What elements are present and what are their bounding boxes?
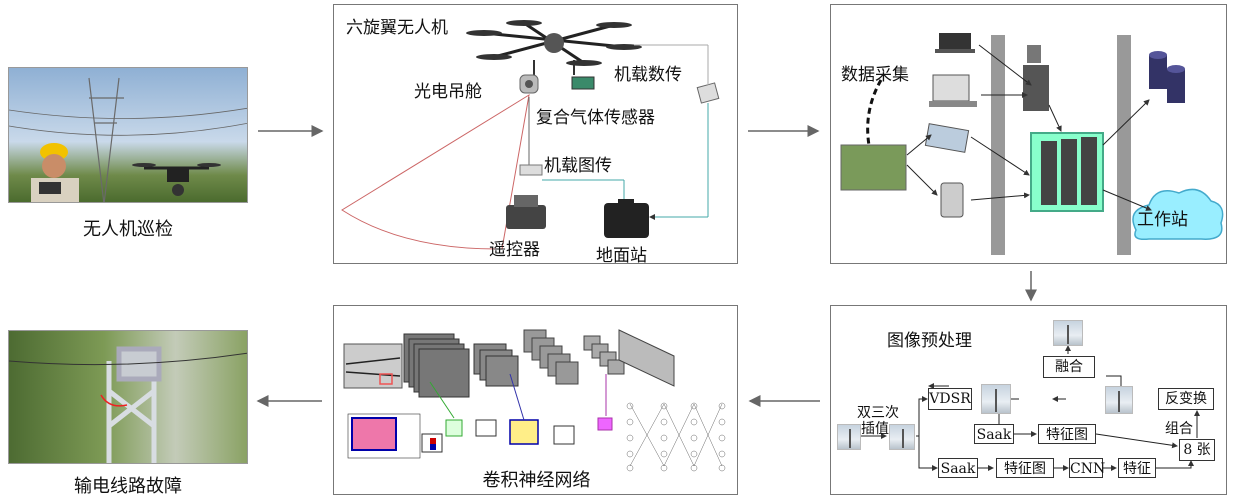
preprocess-flow — [860, 345, 1200, 471]
transmission-tower-icon — [106, 346, 162, 463]
feature-map-box-1: 特征图 — [1038, 424, 1096, 444]
drone-title: 六旋翼无人机 — [346, 18, 448, 38]
cnn-box: CNN — [1069, 458, 1105, 478]
inverse-input-thumb — [1105, 386, 1133, 414]
preprocess-title: 图像预处理 — [887, 331, 972, 351]
remote-controller-icon — [506, 195, 546, 229]
hexacopter-icon — [466, 20, 642, 75]
drone-icon — [132, 163, 221, 196]
eight-images-box: 8 张 — [1179, 439, 1215, 461]
pda-icon — [940, 182, 964, 218]
tablet-icon — [924, 123, 970, 153]
gas-sensor-label: 复合气体传感器 — [536, 108, 655, 128]
fusion-box: 融合 — [1043, 356, 1095, 378]
fault-mark — [100, 394, 128, 407]
network-panel: 数据采集 工作站 — [830, 4, 1227, 264]
input-grid — [347, 413, 421, 459]
gimbal-label: 光电吊舱 — [414, 82, 482, 102]
interpolated-thumb — [889, 424, 915, 450]
ground-station-label: 地面站 — [596, 246, 647, 266]
cnn-caption: 卷积神经网络 — [482, 470, 591, 491]
fault-photo — [8, 330, 248, 464]
cloud-icon — [1132, 188, 1224, 241]
input-thumb — [837, 424, 861, 450]
bicubic-label-2: 插值 — [861, 421, 889, 437]
cnn-diagram — [343, 329, 726, 472]
database-icon — [1149, 51, 1185, 103]
server-rack-icon — [1030, 132, 1104, 212]
input-image — [343, 343, 403, 389]
field-photo — [840, 144, 907, 191]
flatten-layer — [618, 329, 675, 387]
bicubic-label-1: 双三次 — [857, 405, 899, 421]
combine-label: 组合 — [1165, 421, 1193, 437]
feature-stack-1 — [403, 333, 470, 398]
feature-stack-4 — [583, 335, 625, 375]
backbone-right — [1117, 35, 1131, 255]
video-transmitter-icon — [519, 164, 543, 176]
kernel-grid-2 — [445, 419, 463, 437]
inspection-caption: 无人机巡检 — [83, 219, 173, 240]
ground-station-case-icon — [604, 199, 649, 238]
gimbal-camera-icon — [519, 74, 539, 94]
feature-stack-2 — [473, 343, 519, 387]
server-icon — [1023, 45, 1049, 111]
inverse-box: 反变换 — [1158, 388, 1214, 410]
cnn-panel: 卷积神经网络 — [333, 305, 738, 495]
collect-label: 数据采集 — [841, 65, 909, 85]
operator-figure — [31, 143, 79, 202]
inspection-photo — [8, 67, 248, 203]
camera-field-of-view — [341, 93, 530, 250]
pool-grid — [509, 419, 539, 445]
drone-diagram — [341, 20, 720, 250]
preprocess-panel: 图像预处理 融合 双三次 插值 VDSR 反变换 Saak 特征图 组合 8 — [830, 305, 1227, 495]
desktop-icon — [929, 74, 977, 107]
datalink-module-icon — [696, 82, 720, 104]
fault-caption: 输电线路故障 — [74, 476, 182, 497]
feature-box: 特征 — [1118, 458, 1156, 478]
dense-layers — [626, 402, 726, 472]
network-diagram — [840, 33, 1224, 255]
fused-output-thumb — [1053, 320, 1083, 346]
laptop-icon — [935, 33, 975, 53]
remote-label: 遥控器 — [489, 240, 540, 260]
vdsr-output-thumb — [981, 384, 1011, 414]
feature-stack-3 — [523, 329, 579, 385]
small-grid — [597, 417, 613, 431]
datalink-label: 机载数传 — [614, 65, 682, 85]
drone-panel: 六旋翼无人机 — [333, 4, 738, 266]
video-link-label: 机载图传 — [544, 156, 612, 176]
backbone-left — [991, 35, 1005, 255]
workstation-label: 工作站 — [1137, 210, 1188, 230]
saak-box-2: Saak — [938, 458, 978, 478]
vdsr-box: VDSR — [928, 388, 972, 410]
feature-map-box-2: 特征图 — [996, 458, 1054, 478]
kernel-grid-3 — [475, 419, 497, 437]
saak-box-1: Saak — [974, 424, 1014, 444]
kernel-grid-4 — [553, 425, 575, 445]
gas-sensor-icon — [571, 76, 595, 90]
